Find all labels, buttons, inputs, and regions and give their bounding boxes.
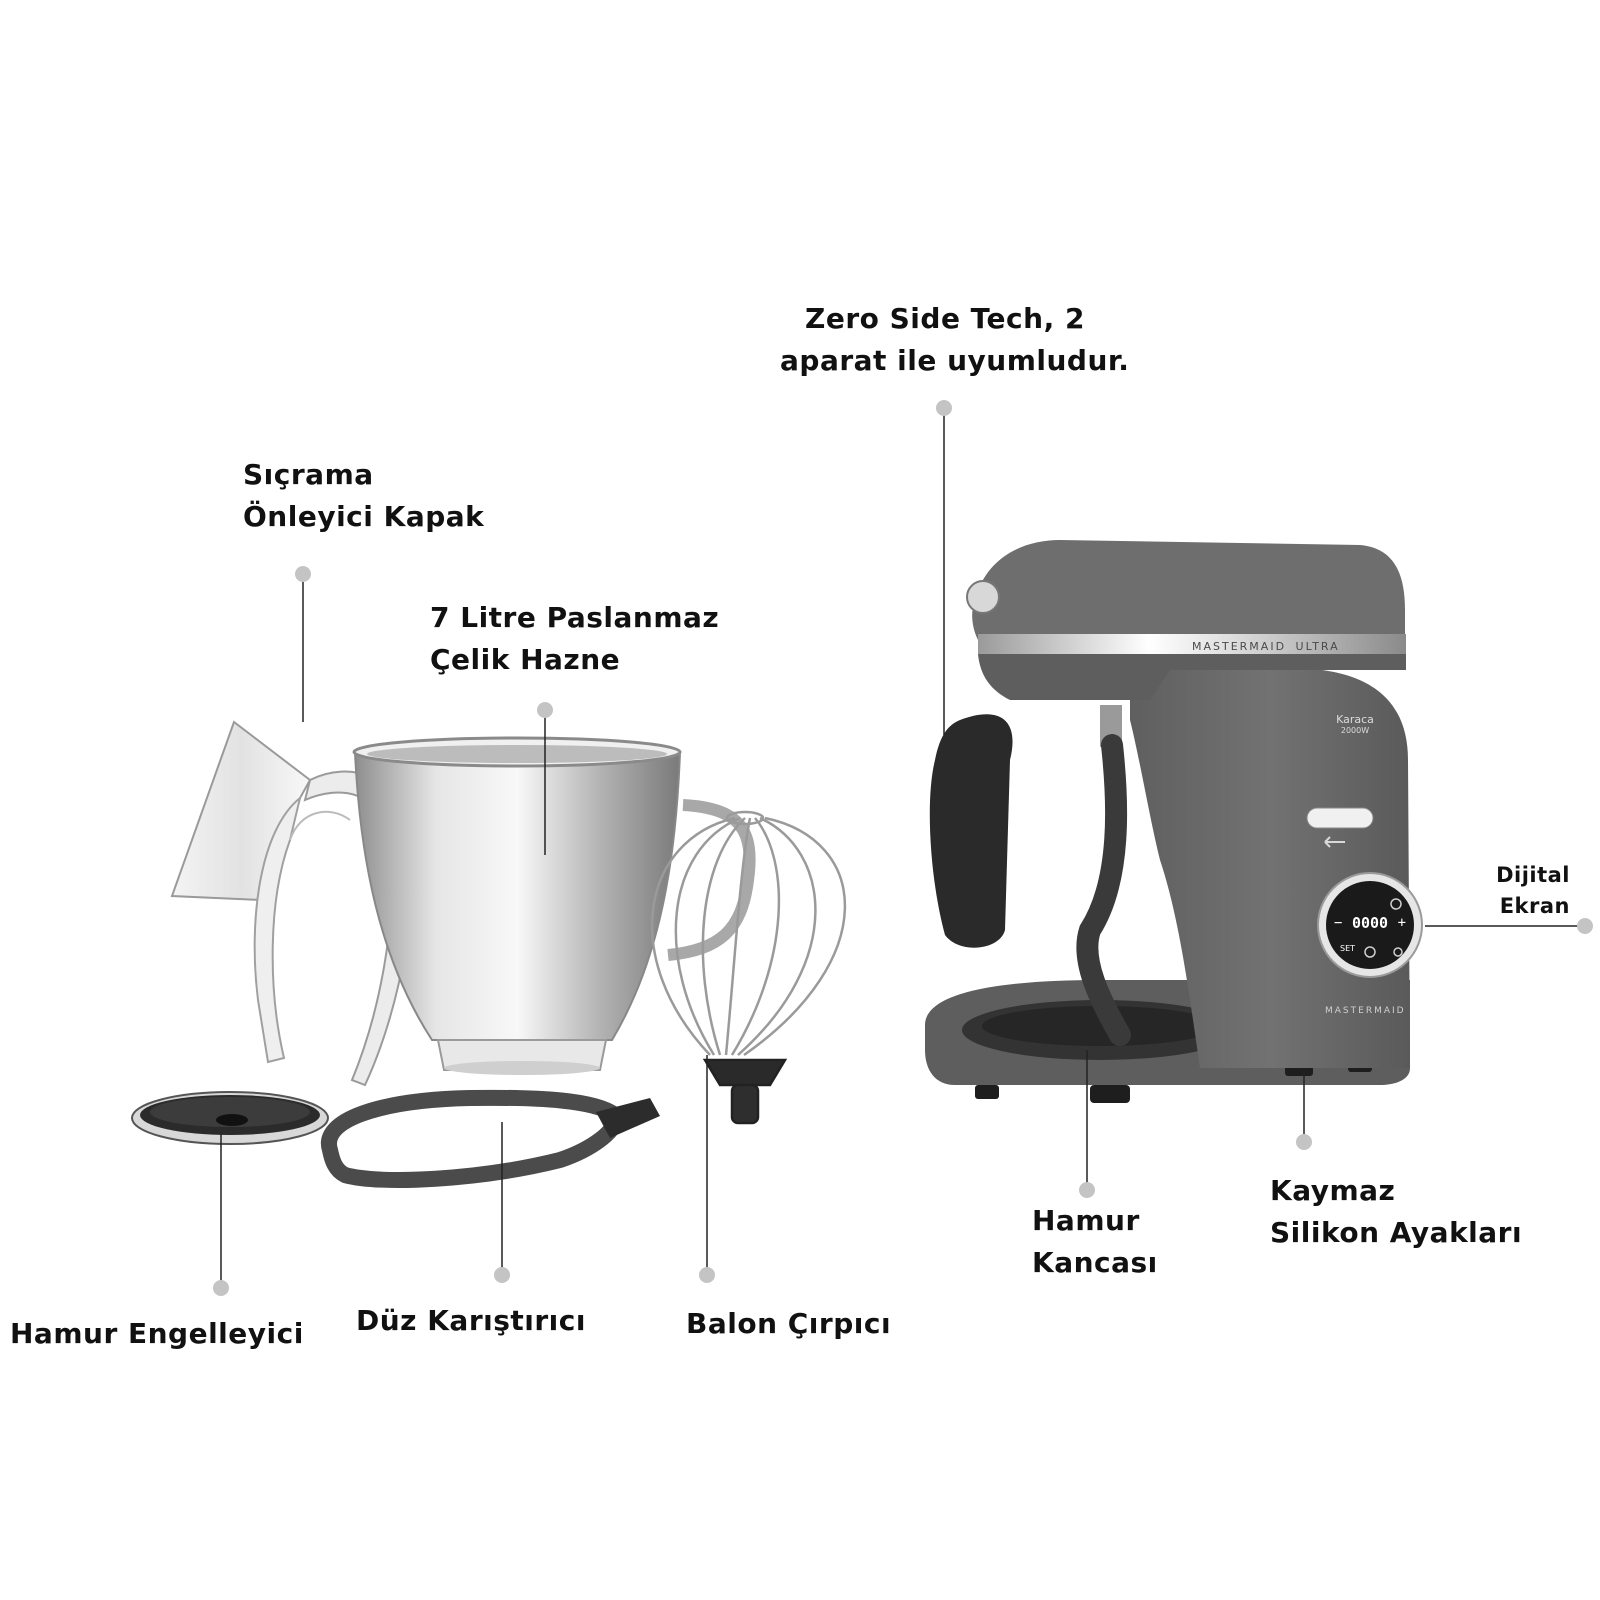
label-silicone-feet-line2: Silikon Ayakları: [1270, 1216, 1523, 1249]
digital-display: − 0000 +: [1334, 914, 1406, 932]
label-dough-blocker-line1: Hamur Engelleyici: [10, 1317, 304, 1350]
dot-dough-hook: [1079, 1182, 1095, 1198]
leader-lines: [220, 408, 1578, 1282]
steel-bowl-illustration: [352, 736, 756, 1075]
label-digital-screen-line1: Dijital: [1496, 863, 1570, 887]
brand-top-text: MASTERMAID: [1192, 640, 1287, 653]
model-tag-text: ULTRA: [1295, 640, 1340, 653]
splash-guard-illustration: [170, 720, 414, 1087]
label-splash-lid: Sıçrama Önleyici Kapak: [243, 454, 484, 538]
display-value: 0000: [1351, 914, 1389, 932]
label-bowl-line2: Çelik Hazne: [430, 643, 621, 676]
label-bowl-line1: 7 Litre Paslanmaz: [430, 601, 720, 634]
stand-mixer-illustration: [925, 540, 1423, 1103]
dot-splash-lid: [295, 566, 311, 582]
label-balloon-whisk-line1: Balon Çırpıcı: [686, 1307, 892, 1340]
display-plus: +: [1397, 915, 1406, 931]
label-splash-lid-line2: Önleyici Kapak: [243, 500, 485, 533]
label-flat-beater: Düz Karıştırıcı: [356, 1300, 586, 1342]
label-dough-hook-line1: Hamur: [1032, 1204, 1140, 1237]
label-dough-hook-line2: Kancası: [1032, 1246, 1158, 1279]
label-balloon-whisk: Balon Çırpıcı: [686, 1303, 891, 1345]
badge-brand-text: Karaca: [1336, 713, 1374, 726]
mixer-badge: Karaca 2000W: [1330, 713, 1380, 735]
dot-silicone-feet: [1296, 1134, 1312, 1150]
mixer-brand-bottom: MASTERMAID: [1325, 1006, 1406, 1016]
dot-digital-screen: [1577, 918, 1593, 934]
dot-flat-beater: [494, 1267, 510, 1283]
balloon-whisk-illustration: [650, 810, 847, 1125]
label-digital-screen-line2: Ekran: [1499, 894, 1570, 918]
dot-zero-side: [936, 400, 952, 416]
display-minus: −: [1334, 915, 1343, 931]
callout-dots: [213, 400, 1593, 1296]
dot-balloon-whisk: [699, 1267, 715, 1283]
badge-power-text: 2000W: [1340, 726, 1370, 735]
label-flat-beater-line1: Düz Karıştırıcı: [356, 1304, 586, 1337]
label-dough-hook: Hamur Kancası: [1032, 1200, 1158, 1284]
dough-blocker-illustration: [131, 1091, 329, 1145]
label-silicone-feet-line1: Kaymaz: [1270, 1174, 1396, 1207]
dot-bowl: [537, 702, 553, 718]
label-silicone-feet: Kaymaz Silikon Ayakları: [1270, 1170, 1522, 1254]
label-zero-side-line2: aparat ile uyumludur.: [780, 344, 1130, 377]
label-dough-blocker: Hamur Engelleyici: [10, 1313, 304, 1355]
label-splash-lid-line1: Sıçrama: [243, 458, 374, 491]
label-zero-side: Zero Side Tech, 2 aparat ile uyumludur.: [780, 298, 1130, 382]
display-set: SET: [1340, 944, 1356, 953]
label-digital-screen: Dijital Ekran: [1490, 860, 1570, 922]
flat-beater-illustration: [321, 1089, 660, 1188]
label-bowl: 7 Litre Paslanmaz Çelik Hazne: [430, 597, 719, 681]
mixer-brand-top: MASTERMAID ULTRA: [1192, 640, 1340, 653]
label-zero-side-line1: Zero Side Tech, 2: [805, 302, 1085, 335]
dot-dough-blocker: [213, 1280, 229, 1296]
